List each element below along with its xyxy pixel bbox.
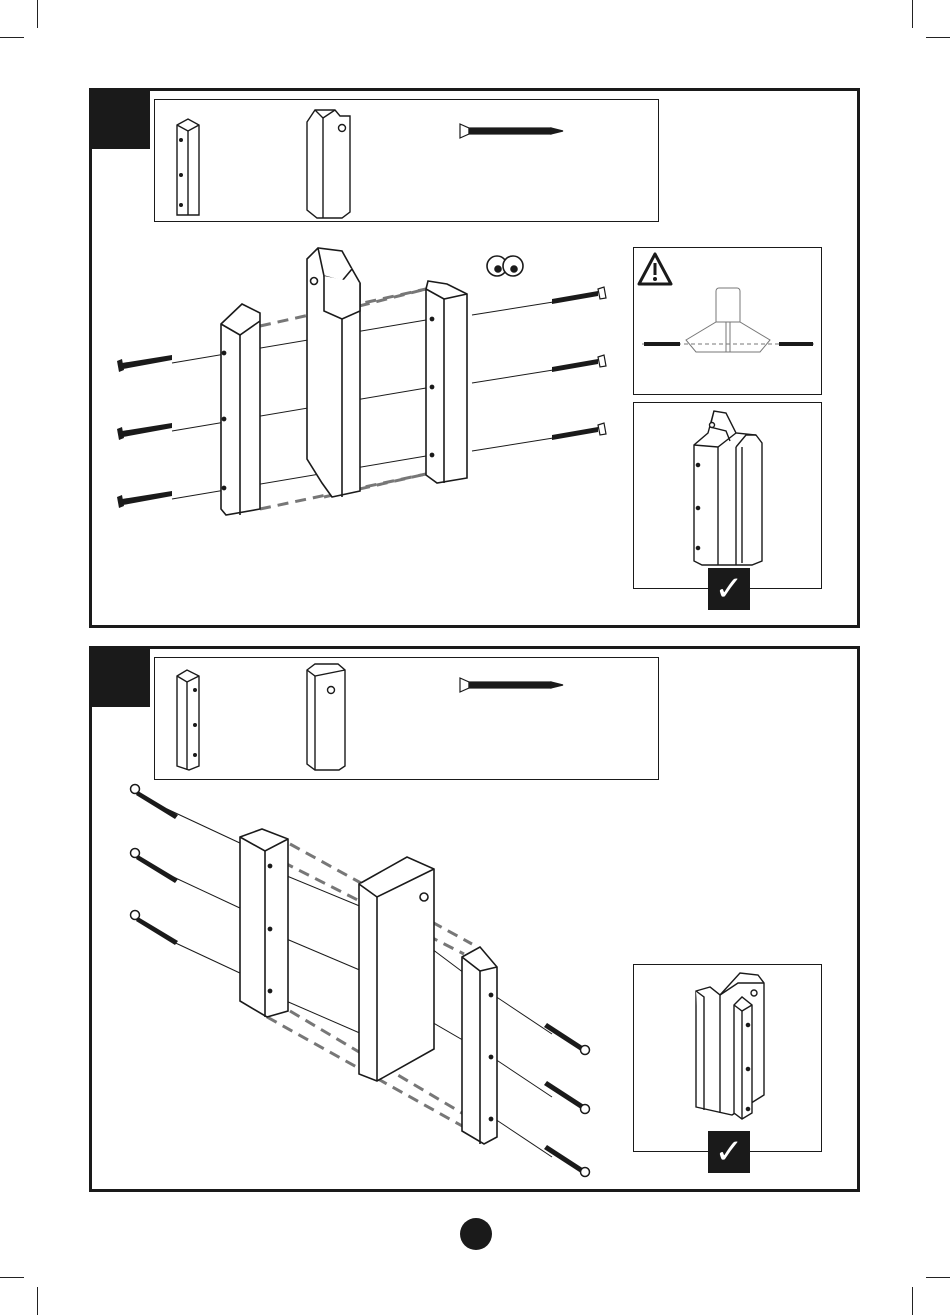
assembled-post-illustration [634, 965, 823, 1153]
page-number-badge [460, 1218, 492, 1250]
checkmark-icon: ✓ [708, 568, 750, 610]
left-side-post [221, 304, 260, 515]
screw-left-2 [131, 849, 179, 884]
crop-mark [926, 1277, 950, 1278]
crop-mark [0, 1277, 24, 1278]
right-side-post [462, 947, 497, 1144]
center-post [307, 248, 360, 497]
screw-left-3 [117, 491, 172, 508]
screw-left-1 [131, 785, 179, 820]
left-side-post [240, 829, 288, 1017]
screw-right-1 [552, 287, 606, 304]
crop-mark [912, 1287, 913, 1315]
crop-mark [926, 37, 950, 38]
screw-right-2 [544, 1081, 590, 1114]
screw-right-3 [552, 423, 606, 440]
result-panel [633, 402, 822, 589]
result-panel [633, 964, 822, 1152]
checkmark-icon: ✓ [708, 1131, 750, 1173]
right-side-post [426, 281, 467, 483]
screw-left-2 [117, 423, 172, 440]
crop-mark [37, 0, 38, 28]
crop-mark [37, 1287, 38, 1315]
center-post [359, 857, 434, 1081]
screw-left-1 [117, 355, 172, 372]
assembled-post-illustration [634, 403, 823, 590]
step-1-frame: ✓ [89, 88, 860, 628]
crop-mark [912, 0, 913, 28]
screw-left-3 [131, 911, 179, 946]
step-2-frame: ✓ [89, 646, 860, 1192]
screw-right-3 [544, 1145, 590, 1177]
screw-right-1 [544, 1023, 590, 1055]
warning-illustration [634, 248, 823, 396]
eyes-icon [487, 256, 523, 276]
warning-panel [633, 247, 822, 395]
screw-right-2 [552, 355, 606, 372]
crop-mark [0, 37, 24, 38]
warning-triangle-icon [639, 254, 671, 284]
